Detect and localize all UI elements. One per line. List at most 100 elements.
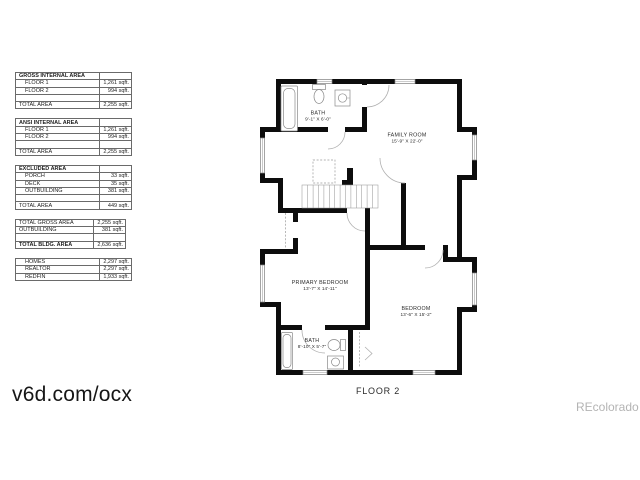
toilet-icon xyxy=(313,89,325,104)
floor-label: FLOOR 2 xyxy=(356,386,400,396)
window xyxy=(302,370,328,375)
room-label: FAMILY ROOM xyxy=(387,133,426,139)
table-cell-value xyxy=(99,71,132,81)
table-cell-label: GROSS INTERNAL AREA xyxy=(15,71,100,81)
door-arc xyxy=(379,157,406,184)
window xyxy=(316,79,333,84)
window xyxy=(394,79,416,84)
window xyxy=(472,134,477,161)
window xyxy=(260,264,265,303)
table-cell-value: 1,933 sqft. xyxy=(99,272,132,281)
table-cell-value: 2,255 sqft. xyxy=(93,218,126,228)
door-arcs xyxy=(301,84,444,361)
window xyxy=(412,370,436,375)
table-cell-label: OUTBUILDING xyxy=(15,186,100,196)
table-row xyxy=(15,93,132,103)
table-row xyxy=(15,233,126,242)
table-cell-label: TOTAL AREA xyxy=(15,201,100,210)
table-cell-label xyxy=(15,140,100,149)
windows xyxy=(260,79,477,375)
stair-opening-dashed xyxy=(312,159,336,184)
table-row: GROSS INTERNAL AREA xyxy=(15,71,132,81)
site-url-text: v6d.com/ocx xyxy=(12,383,133,406)
recolorado-watermark: REcolorado xyxy=(576,400,639,414)
table-cell-label: EXCLUDED AREA xyxy=(15,164,100,174)
room-label: PRIMARY BEDROOM xyxy=(292,280,349,286)
table-row: EXCLUDED AREA xyxy=(15,164,132,174)
table-cell-value: 1,261 sqft. xyxy=(99,79,132,88)
table-cell-value: 35 sqft. xyxy=(99,179,132,188)
table-cell-label: FLOOR 1 xyxy=(15,79,100,88)
table-cell-label: TOTAL GROSS AREA xyxy=(15,218,94,228)
room-label: BEDROOM xyxy=(401,306,430,312)
table-cell-value xyxy=(99,194,132,203)
table-cell-label: PORCH xyxy=(15,172,100,181)
toilet-tank-icon xyxy=(340,339,346,351)
table-cell-label xyxy=(15,233,94,242)
bathtub-inner xyxy=(282,334,292,368)
table-cell-label: REALTOR xyxy=(15,265,100,274)
table-cell-value: 381 sqft. xyxy=(93,226,126,235)
room-dims: 15'-9" X 22'-0" xyxy=(391,139,422,144)
sink-icon xyxy=(331,357,340,367)
table-cell-value: 2,255 sqft. xyxy=(99,147,132,156)
room-dims: 8'-10" X 5'-7" xyxy=(298,344,327,349)
table-cell-label: DECK xyxy=(15,179,100,188)
table-cell-label xyxy=(15,93,100,103)
table-cell-value xyxy=(99,140,132,149)
table-cell-value: 1,261 sqft. xyxy=(99,125,132,135)
table-cell-value: 2,636 sqft. xyxy=(93,240,126,249)
table-cell-label: REDFIN xyxy=(15,272,100,281)
bathtub-inner xyxy=(283,88,296,129)
table-cell-label: FLOOR 2 xyxy=(15,133,100,142)
room-dims: 13'-7" X 14'-11" xyxy=(303,286,337,291)
room-dims: 9'-1" X 6'-0" xyxy=(305,117,331,122)
room-dims: 13'-6" X 15'-2" xyxy=(400,312,431,317)
door-leaf-icon xyxy=(364,346,373,361)
table-cell-value xyxy=(99,93,132,103)
toilet-tank-icon xyxy=(312,84,326,90)
room-labels: BATH 9'-1" X 6'-0" FAMILY ROOM 15'-9" X … xyxy=(292,111,432,397)
table-cell-value: 2,255 sqft. xyxy=(99,101,132,110)
table-cell-label: TOTAL AREA xyxy=(15,147,100,156)
toilet-icon xyxy=(327,339,341,351)
table-row xyxy=(15,140,132,149)
upper-bath-fixtures xyxy=(280,84,351,132)
table-cell-label: TOTAL AREA xyxy=(15,101,100,110)
door-arc xyxy=(346,212,366,232)
table-cell-value: 381 sqft. xyxy=(99,186,132,196)
floorplan-drawing: BATH 9'-1" X 6'-0" FAMILY ROOM 15'-9" X … xyxy=(260,79,477,397)
door-arc xyxy=(366,84,390,108)
door-arc xyxy=(424,249,444,269)
table-cell-value: 2,297 sqft. xyxy=(99,257,132,267)
window xyxy=(472,272,477,306)
table-cell-label: OUTBUILDING xyxy=(15,226,94,235)
table-row xyxy=(15,194,132,203)
sink-icon xyxy=(337,93,348,103)
door-arc xyxy=(327,131,346,150)
table-cell-label: TOTAL BLDG. AREA xyxy=(15,240,94,249)
table-cell-label: ANSI INTERNAL AREA xyxy=(15,118,100,127)
room-label: BATH xyxy=(305,338,320,344)
